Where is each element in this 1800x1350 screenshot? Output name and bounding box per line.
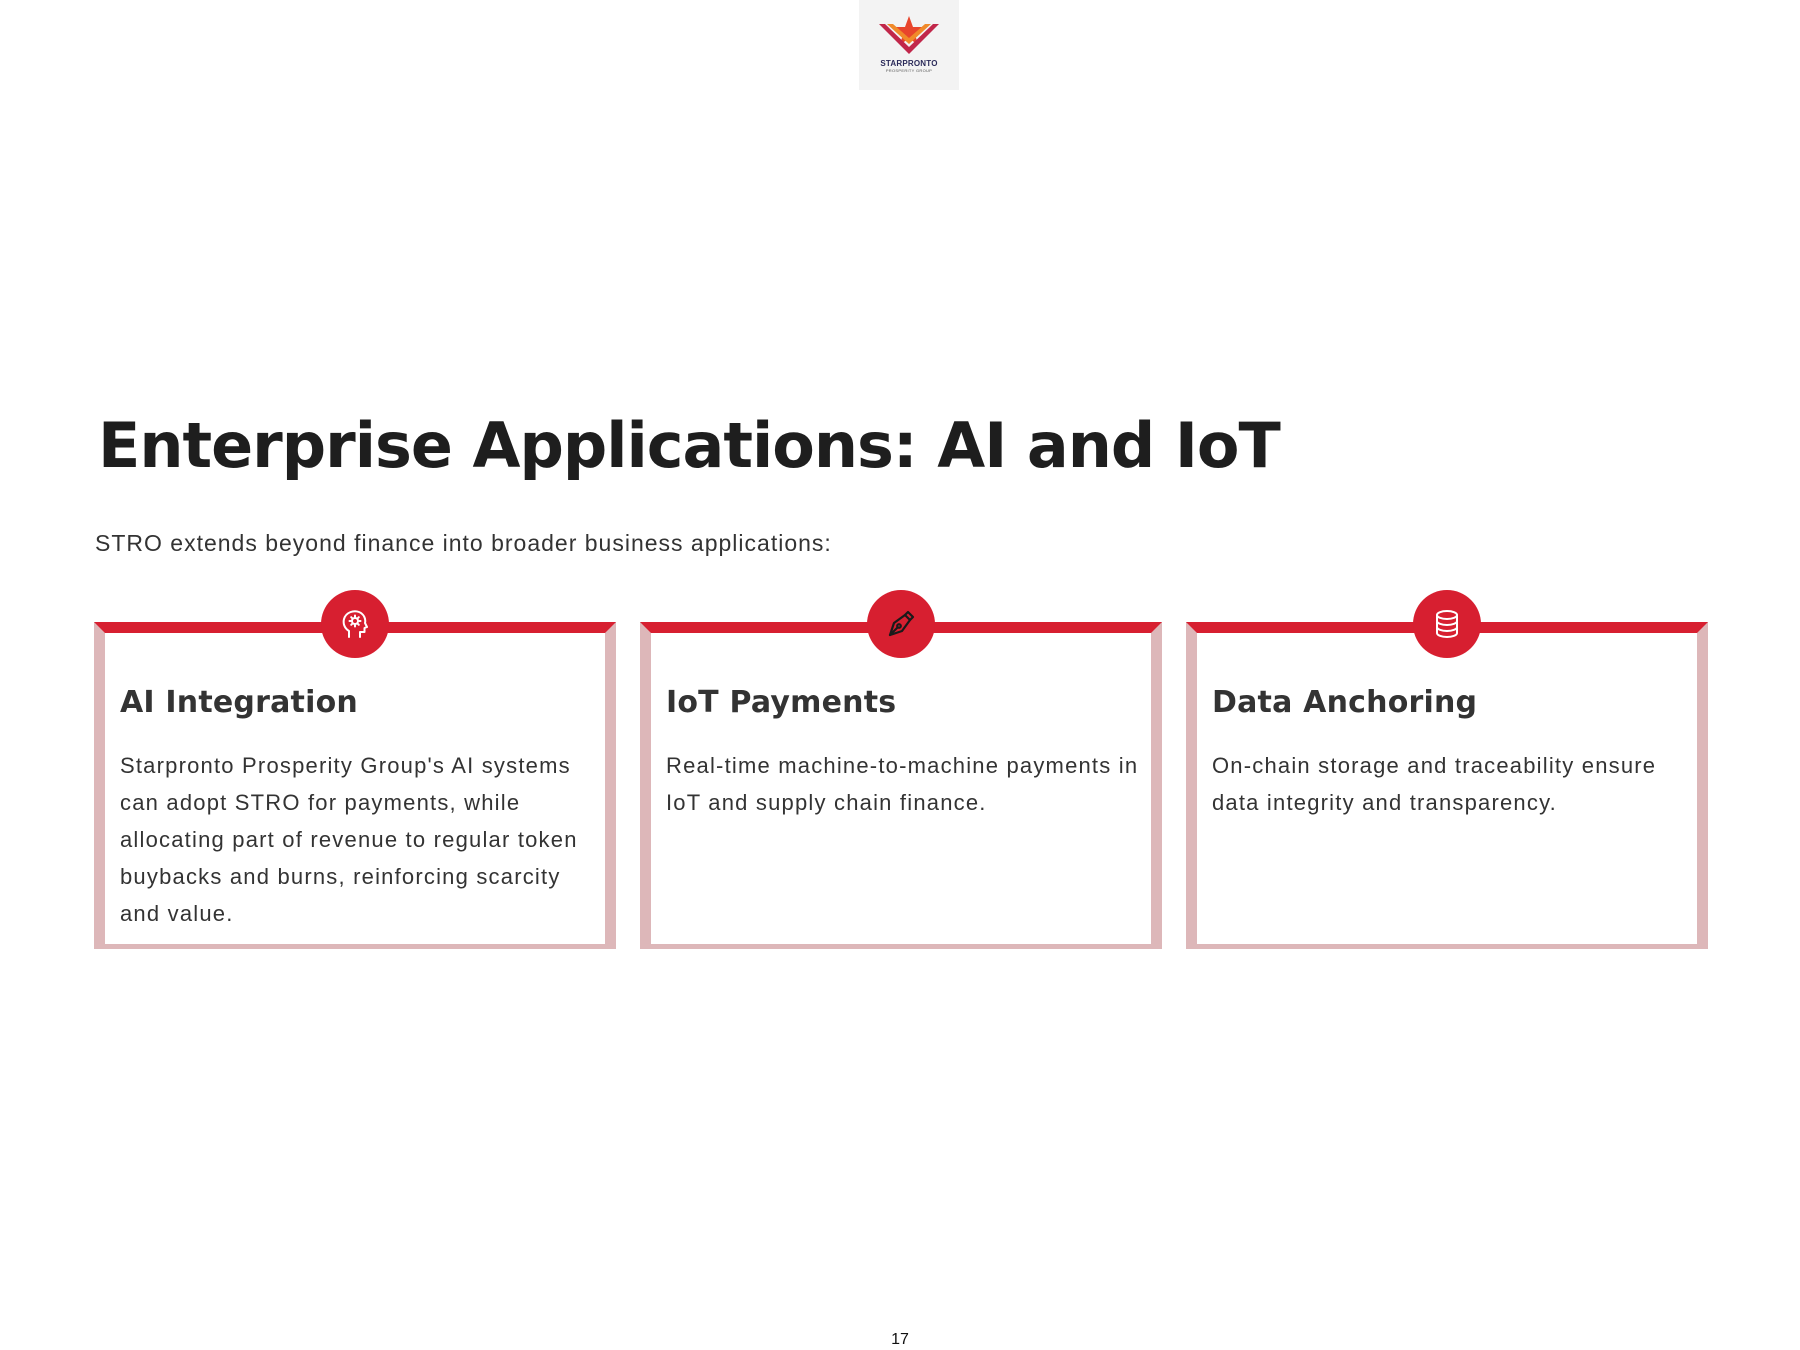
pen-nib-icon — [867, 590, 935, 658]
page-title: Enterprise Applications: AI and IoT — [98, 409, 1281, 482]
card-description: Real-time machine-to-machine payments in… — [666, 753, 1139, 815]
database-icon — [1413, 590, 1481, 658]
card-data-anchoring: Data Anchoring On-chain storage and trac… — [1186, 590, 1708, 949]
intro-text: STRO extends beyond finance into broader… — [95, 530, 832, 556]
logo-subtitle: PROSPERITY GROUP — [885, 68, 933, 73]
card-iot-payments: IoT Payments Real-time machine-to-machin… — [640, 590, 1162, 949]
card-description: Starpronto Prosperity Group's AI systems… — [120, 753, 578, 926]
company-logo: STARPRONTO PROSPERITY GROUP — [859, 0, 959, 90]
logo-name: STARPRONTO — [880, 59, 938, 68]
card-title: Data Anchoring — [1212, 685, 1478, 720]
star-logo-icon — [879, 16, 939, 54]
card-ai-integration: AI Integration Starpronto Prosperity Gro… — [94, 590, 616, 949]
card-title: AI Integration — [120, 685, 358, 720]
card-title: IoT Payments — [666, 685, 897, 720]
ai-head-icon — [321, 590, 389, 658]
page-number: 17 — [891, 1331, 909, 1348]
card-description: On-chain storage and traceability ensure… — [1212, 753, 1657, 815]
